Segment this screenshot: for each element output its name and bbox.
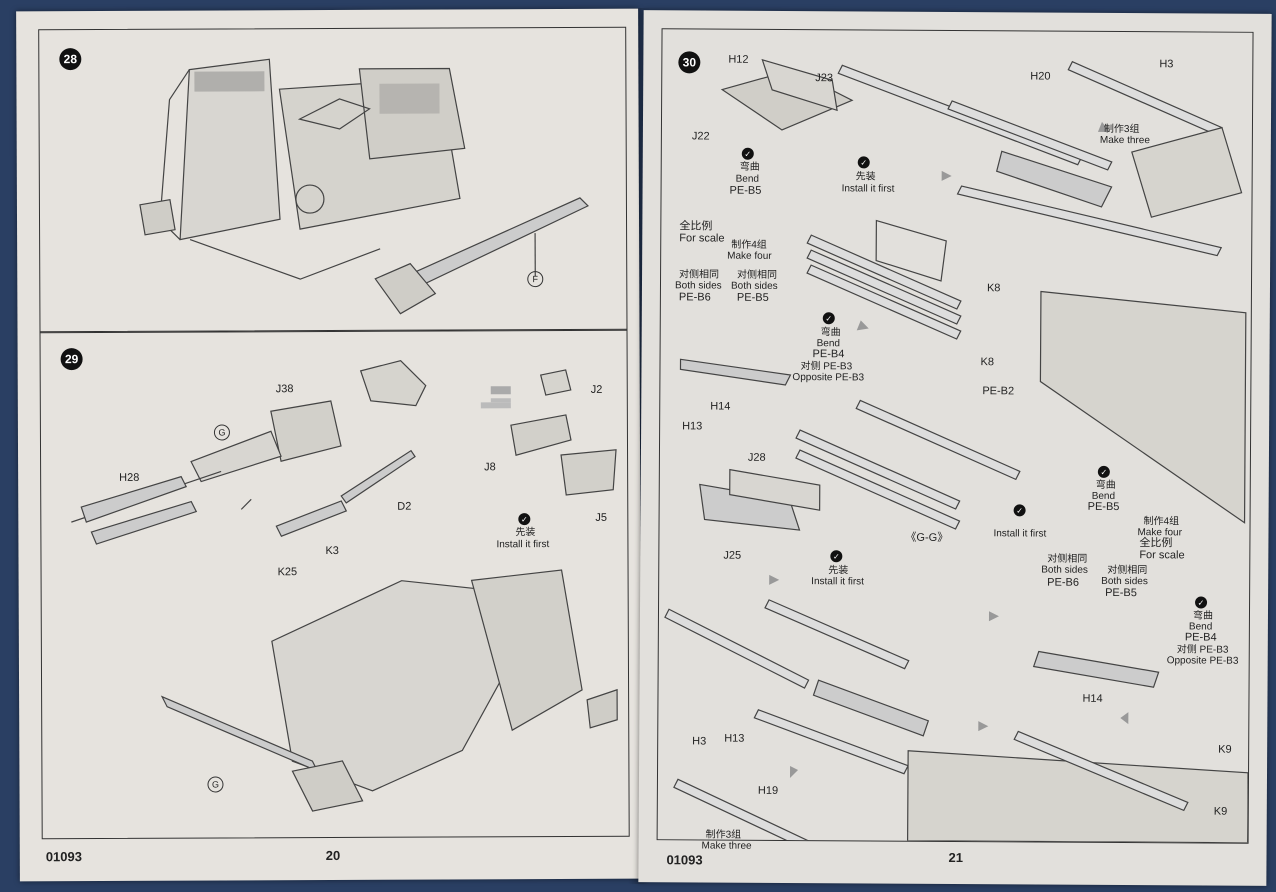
label-h28: H28 [119,471,140,484]
bend-icon-1: ✓ [741,147,754,160]
both-sides-4: Both sides [1101,575,1148,588]
install-first-icon: ✓ [518,513,531,526]
both-sides-1: Both sides [674,280,722,292]
callout-f: F [527,271,544,288]
scale-2: For scale [1139,549,1185,562]
label-j22: J22 [691,130,710,143]
label-h12: H12 [728,53,749,66]
opposite-1: Opposite PE-B3 [792,372,865,384]
step-29-panel: 29 J38 J2 J8 J5 H28 D2 K3 K25 G ✓ 先装 Ins… [39,328,630,840]
bend-icon-4: ✓ [1195,596,1208,609]
bend-zh-3: 弯曲 [1095,479,1116,491]
label-pe-b6-1: PE-B6 [678,291,711,304]
label-j28: J28 [747,451,766,464]
make-three-zh-bottom: 制作3组 [705,829,742,841]
make-four-1: Make four [727,250,772,262]
label-pe-b5-1: PE-B5 [729,184,762,197]
install-first-3: Install it first [811,576,865,588]
label-h13-1: H13 [682,420,703,433]
bend-zh-4: 弯曲 [1192,610,1214,622]
scale-zh-2: 全比例 [1139,537,1173,550]
label-k8: K8 [980,356,995,369]
callout-g-bottom: G [207,776,224,793]
install-first-1: Install it first [841,183,895,195]
bend-zh-2: 弯曲 [820,327,841,339]
bend-1: Bend [735,173,760,185]
left-page-code: 01093 [45,849,82,865]
step-30-drawing [664,58,1249,843]
label-pe-b4-1: PE-B4 [812,348,845,361]
label-d2: D2 [397,500,412,513]
step-30-panel: 30 H12 J23 J22 H3 H20 制作3组 Make three ✓ … [656,28,1254,852]
label-pe-b5-3: PE-B5 [1087,500,1120,514]
scale-1: For scale [679,232,725,245]
install-first-zh-3: 先装 [828,565,849,577]
install-first-icon-2: ✓ [1013,504,1026,517]
install-first-2: Install it first [993,528,1047,540]
label-j2: J2 [590,383,603,396]
opposite-zh-2: 对侧 PE-B3 [1176,644,1229,656]
label-h20: H20 [1030,70,1051,83]
make-four-zh-1: 制作4组 [731,239,767,251]
label-pe-b4-2: PE-B4 [1184,631,1217,644]
label-k8-top: K8 [986,282,1001,295]
both-sides-zh-4: 对侧相同 [1107,564,1148,577]
right-page-code: 01093 [666,852,703,868]
opposite-zh-1: 对侧 PE-B3 [800,361,853,373]
right-page-number: 21 [948,849,964,866]
both-sides-zh-1: 对侧相同 [679,269,720,281]
right-page: 30 H12 J23 J22 H3 H20 制作3组 Make three ✓ … [638,10,1272,886]
opposite-2: Opposite PE-B3 [1166,655,1239,667]
label-pe-b6-2: PE-B6 [1047,576,1080,589]
install-first-icon-1: ✓ [857,156,870,169]
step-29-number: 29 [60,348,83,371]
label-h3-bottom: H3 [692,735,707,748]
label-gg: 《G-G》 [905,531,949,544]
label-pe-b2: PE-B2 [982,385,1015,398]
label-k9-top: K9 [1218,743,1232,756]
label-h14-1: H14 [710,400,731,413]
make-three-bottom: Make three [701,840,752,852]
label-j8: J8 [484,461,496,474]
label-k25: K25 [277,566,298,579]
label-h13-2: H13 [724,732,745,745]
both-sides-zh-2: 对侧相同 [737,269,778,281]
label-pe-b5-4: PE-B5 [1105,586,1137,600]
step-28-number: 28 [59,48,82,71]
label-h3-top: H3 [1159,58,1174,71]
label-h14-2: H14 [1082,692,1103,705]
step-30-number: 30 [678,51,701,74]
bend-zh-1: 弯曲 [739,161,760,173]
step-28-drawing [139,58,589,315]
scale-zh-1: 全比例 [679,220,713,233]
install-first-zh-1: 先装 [855,171,876,183]
callout-g-top: G [213,424,230,441]
step-28-panel: 28 F [38,26,628,334]
make-three-top: Make three [1099,134,1150,147]
make-three-zh-top: 制作3组 [1103,123,1140,136]
left-page: 28 F [16,8,642,882]
bend-icon-3: ✓ [1097,465,1110,478]
label-j23: J23 [815,72,834,85]
left-page-number: 20 [325,847,341,864]
step-29-drawing [71,360,618,812]
bend-icon-2: ✓ [822,312,835,325]
label-pe-b5-2: PE-B5 [736,291,769,304]
label-j38: J38 [275,383,294,396]
both-sides-3: Both sides [1041,564,1088,576]
install-first-zh: 先装 [515,527,536,539]
label-k3: K3 [325,544,339,558]
install-first-icon-3: ✓ [830,550,843,563]
label-k9: K9 [1213,805,1228,818]
both-sides-2: Both sides [730,280,778,292]
make-four-zh-2: 制作4组 [1143,516,1180,528]
install-first-label: Install it first [496,539,550,551]
label-h19: H19 [757,784,779,797]
label-j25: J25 [723,549,742,562]
label-j5: J5 [595,511,607,524]
both-sides-zh-3: 对侧相同 [1047,553,1088,565]
